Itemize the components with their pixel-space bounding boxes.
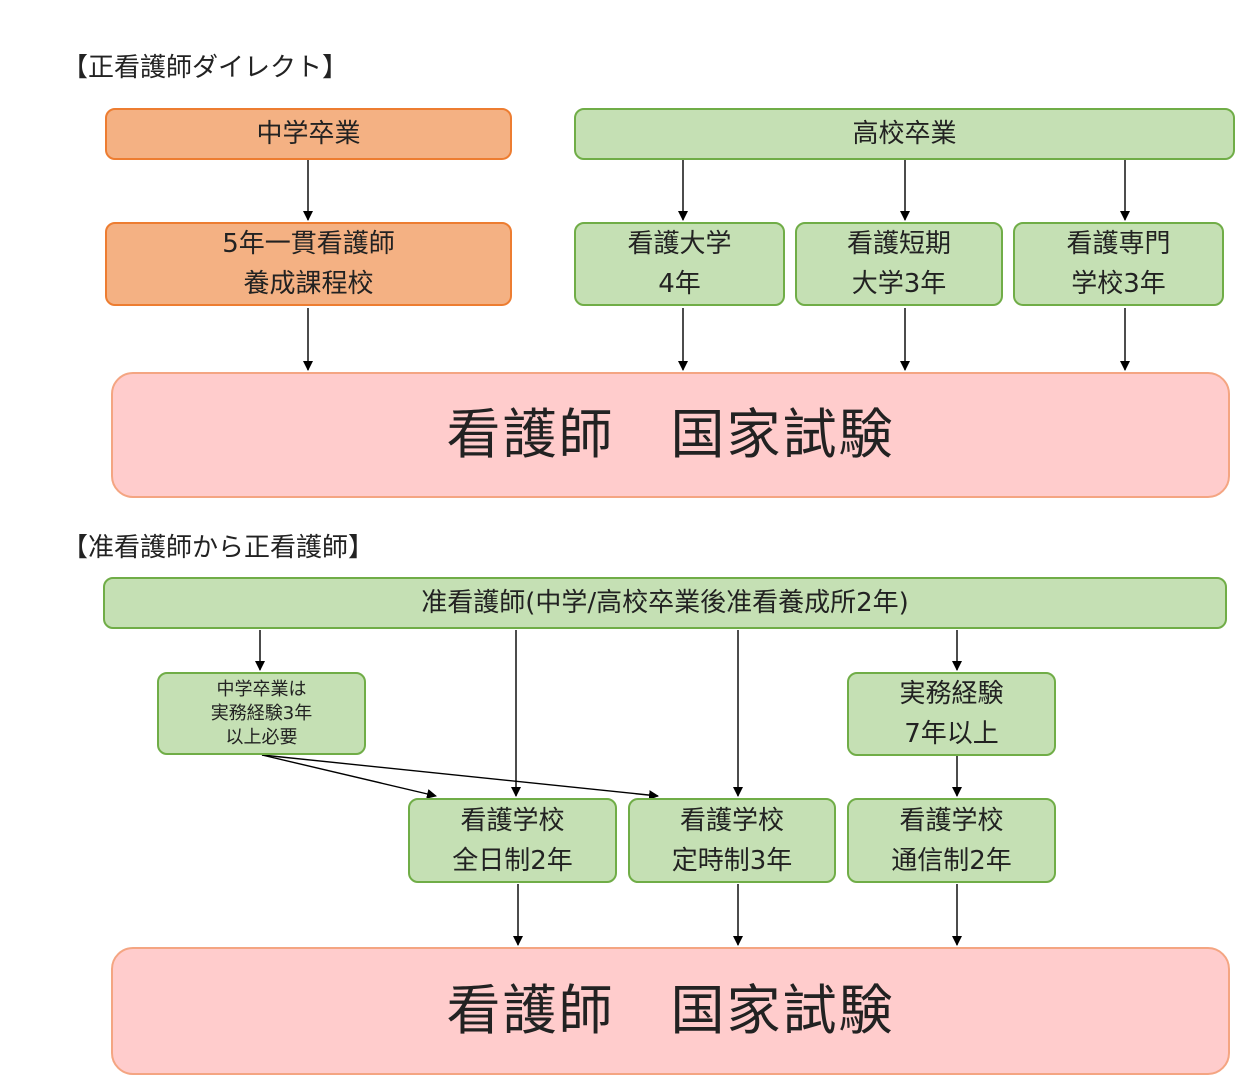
exam-box-1: 看護師 国家試験 [111,372,1230,498]
parttime-line-2: 定時制3年 [671,845,793,876]
experience-line-1: 実務経験 [899,679,1004,709]
university-box: 看護大学 4年 [574,222,785,306]
vocational-line-2: 学校3年 [1071,269,1166,299]
university-line-1: 看護大学 [627,229,732,259]
jhs-note-line-2: 実務経験3年 [210,702,313,724]
correspondence-line-2: 通信制2年 [891,845,1012,876]
hs-grad-label: 高校卒業 [852,119,957,149]
five-year-line-2: 養成課程校 [243,269,374,299]
junior-college-line-2: 大学3年 [851,269,947,299]
correspondence-box: 看護学校 通信制2年 [847,798,1056,883]
arrow-jhs-note-to-fulltime [261,754,437,799]
hs-grad-box: 高校卒業 [574,108,1235,160]
university-line-2: 4年 [658,269,701,299]
fulltime-line-2: 全日制2年 [452,845,573,876]
section2-heading: 【准看護師から正看護師】 [62,533,375,563]
assistant-nurse-box: 准看護師(中学/高校卒業後准看養成所2年) [103,577,1227,629]
experience-line-2: 7年以上 [904,719,999,749]
vocational-line-1: 看護専門 [1066,229,1171,259]
junior-college-box: 看護短期 大学3年 [795,222,1003,306]
assistant-nurse-label: 准看護師(中学/高校卒業後准看養成所2年) [421,588,909,618]
fulltime-box: 看護学校 全日制2年 [408,798,617,883]
five-year-line-1: 5年一貫看護師 [222,229,395,259]
five-year-box: 5年一貫看護師 養成課程校 [105,222,512,306]
jhs-grad-box: 中学卒業 [105,108,512,160]
correspondence-line-1: 看護学校 [899,805,1004,836]
exam-label-1: 看護師 国家試験 [446,403,895,466]
fulltime-line-1: 看護学校 [460,805,565,836]
junior-college-line-1: 看護短期 [846,229,951,259]
jhs-note-box: 中学卒業は 実務経験3年 以上必要 [157,672,366,755]
arrow-jhs-note-to-parttime [261,754,659,801]
section1-heading: 【正看護師ダイレクト】 [62,53,349,83]
jhs-note-line-3: 以上必要 [225,726,298,748]
parttime-box: 看護学校 定時制3年 [628,798,836,883]
experience-box: 実務経験 7年以上 [847,672,1056,756]
jhs-grad-label: 中学卒業 [256,119,361,149]
exam-box-2: 看護師 国家試験 [111,947,1230,1075]
parttime-line-1: 看護学校 [679,805,784,836]
vocational-box: 看護専門 学校3年 [1013,222,1224,306]
jhs-note-line-1: 中学卒業は [216,678,307,700]
exam-label-2: 看護師 国家試験 [446,979,895,1042]
